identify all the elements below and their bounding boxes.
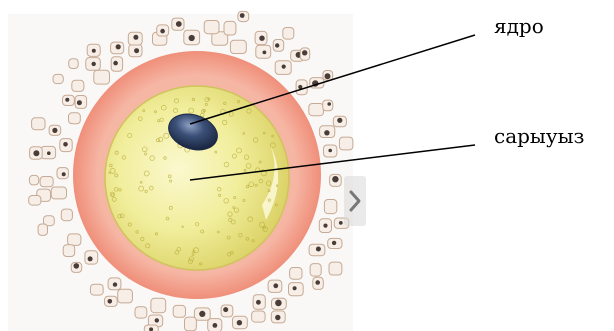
follicle-cell xyxy=(118,289,133,303)
follicle-cell xyxy=(173,305,185,317)
follicle-cell-nucleus xyxy=(176,21,182,27)
follicle-cell-nucleus xyxy=(275,315,280,320)
follicle-cell-nucleus xyxy=(88,256,93,261)
follicle-cell-nucleus xyxy=(63,142,68,147)
follicle-cell xyxy=(310,264,321,277)
follicle-cell-nucleus xyxy=(134,48,139,53)
follicle-cell xyxy=(309,104,324,116)
follicle-cell-nucleus xyxy=(339,221,343,225)
follicle-cell xyxy=(51,187,66,199)
follicle-cell-nucleus xyxy=(240,13,245,18)
follicle-cell-nucleus xyxy=(155,318,159,322)
follicle-cell xyxy=(32,118,45,130)
follicle-cell-nucleus xyxy=(237,320,242,325)
follicle-cell xyxy=(339,137,353,150)
follicle-cell-nucleus xyxy=(92,49,96,53)
follicle-cell-nucleus xyxy=(316,247,321,252)
follicle-cell xyxy=(230,40,246,53)
label-nucleus: ядро xyxy=(494,16,544,36)
follicle-cell xyxy=(40,177,53,187)
follicle-cell-nucleus xyxy=(275,300,282,307)
follicle-cell-nucleus xyxy=(108,299,113,304)
follicle-cell-nucleus xyxy=(293,286,297,290)
follicle-cell-nucleus xyxy=(74,263,80,269)
cytoplasm xyxy=(105,86,289,270)
follicle-cell-nucleus xyxy=(275,43,279,47)
follicle-cell xyxy=(224,21,236,35)
follicle-cell xyxy=(68,234,81,246)
follicle-cell xyxy=(69,59,79,69)
follicle-cell xyxy=(252,311,266,322)
follicle-cell-nucleus xyxy=(113,61,118,66)
follicle-cell xyxy=(151,298,166,312)
follicle-cell-nucleus xyxy=(52,128,57,133)
follicle-cell xyxy=(324,200,336,214)
follicle-cell-nucleus xyxy=(332,176,338,182)
follicle-cell-nucleus xyxy=(133,35,138,40)
chevron-right-icon[interactable] xyxy=(344,176,366,226)
follicle-cell-nucleus xyxy=(332,241,336,245)
follicle-cell-nucleus xyxy=(273,283,278,288)
follicle-cell-nucleus xyxy=(259,36,264,41)
follicle-cell xyxy=(29,196,41,206)
follicle-cell-nucleus xyxy=(92,62,96,66)
follicle-cell-nucleus xyxy=(33,150,39,156)
follicle-cell-nucleus xyxy=(256,300,261,305)
follicle-cell-nucleus xyxy=(323,224,327,228)
follicle-cell xyxy=(61,209,72,221)
follicle-cell-nucleus xyxy=(223,307,228,312)
label-yolk: сарыуыз xyxy=(494,126,584,146)
follicle-cell-nucleus xyxy=(325,73,331,79)
follicle-cell xyxy=(323,100,333,111)
follicle-cell-nucleus xyxy=(315,280,320,285)
follicle-cell-nucleus xyxy=(337,118,342,123)
follicle-cell-nucleus xyxy=(189,35,195,41)
follicle-cell-nucleus xyxy=(199,311,205,317)
follicle-cell-nucleus xyxy=(263,51,267,55)
follicle-cell-nucleus xyxy=(328,149,332,153)
follicle-cell-nucleus xyxy=(327,102,331,106)
follicle-cell xyxy=(329,262,342,275)
follicle-cell xyxy=(135,307,147,318)
follicle-cell xyxy=(204,21,219,34)
follicle-cell-nucleus xyxy=(65,98,69,102)
follicle-cell xyxy=(53,74,63,83)
follicle-cell-nucleus xyxy=(47,151,51,155)
follicle-cell xyxy=(38,224,47,235)
follicle-cell-nucleus xyxy=(77,100,82,105)
follicle-cell xyxy=(90,284,103,295)
follicle-cell xyxy=(290,268,302,280)
follicle-cell-nucleus xyxy=(62,172,66,176)
follicle-cell-nucleus xyxy=(213,323,218,328)
follicle-cell xyxy=(29,175,38,185)
follicle-cell xyxy=(63,245,74,257)
follicle-cell-nucleus xyxy=(113,282,117,286)
follicle-cell-nucleus xyxy=(116,44,121,49)
follicle-cell xyxy=(185,317,197,331)
follicle-cell-nucleus xyxy=(302,50,307,55)
chevron-right-icon-svg xyxy=(344,176,366,226)
follicle-cell xyxy=(69,113,81,124)
follicle-cell-nucleus xyxy=(282,65,286,69)
follicle-cell xyxy=(283,28,294,40)
follicle-cell xyxy=(72,80,84,91)
follicle-cell-nucleus xyxy=(324,130,329,135)
follicle-cell-nucleus xyxy=(160,29,165,34)
follicle-cell xyxy=(94,70,110,84)
